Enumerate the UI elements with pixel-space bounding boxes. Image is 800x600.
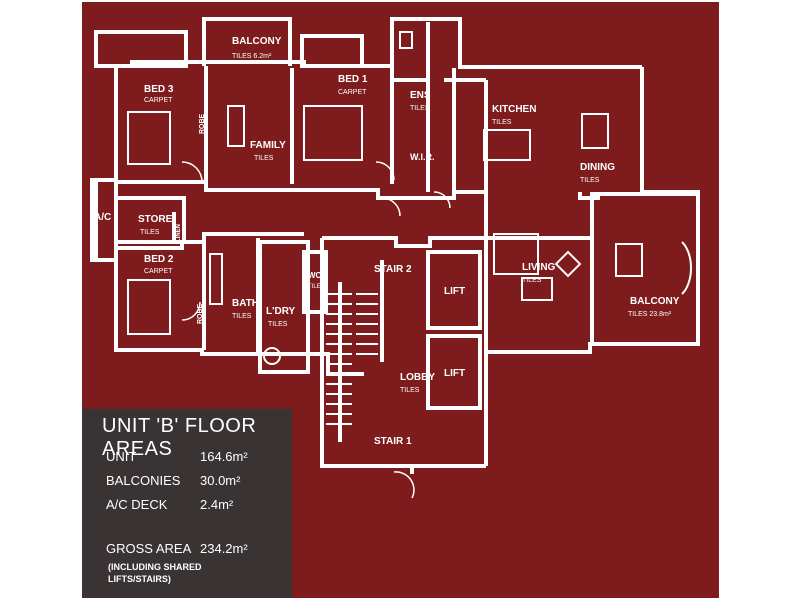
outer-wall-top (100, 17, 642, 69)
room-stair2-name: STAIR 2 (374, 264, 412, 275)
bed3-bed (127, 111, 171, 165)
room-bath-name: BATH (232, 298, 259, 309)
room-lobby-name: LOBBY (400, 372, 435, 383)
balcony-door-arc (681, 241, 693, 295)
room-ldry-name: L'DRY (266, 306, 296, 317)
room-ldry-finish: TILES (268, 321, 288, 328)
room-wc-name: WC (308, 271, 322, 280)
room-linen-name: LINEN (176, 224, 182, 242)
room-bath-finish: TILES (232, 313, 252, 320)
room-dining-name: DINING (580, 162, 615, 173)
bed2-bed (127, 279, 171, 335)
door-swings (181, 161, 451, 499)
toilet-ens (399, 31, 413, 49)
room-bed2-name: BED 2 (144, 254, 174, 265)
living-sofa (493, 233, 539, 275)
furniture (127, 31, 693, 365)
bath-tub (209, 253, 223, 305)
lift-upper (426, 250, 482, 330)
room-bed2-finish: CARPET (144, 268, 173, 275)
room-bed1-name: BED 1 (338, 74, 368, 85)
wc-room (302, 250, 328, 314)
room-dining-finish: TILES (580, 177, 600, 184)
room-balcony-right-name: BALCONY (630, 296, 680, 307)
core-wall-top (322, 236, 486, 248)
room-wir-name: W.I.R. (410, 152, 435, 162)
living-rug (554, 250, 582, 278)
room-bed3-finish: CARPET (144, 97, 173, 104)
area-label-gross: GROSS AREA (106, 541, 192, 556)
floor-plan: BALCONY TILES 6.2m² BED 3 CARPET ROBE FA… (90, 17, 700, 499)
right-balcony-frame (578, 192, 600, 200)
top-balcony-wall (202, 17, 292, 66)
area-label-unit: UNIT (106, 449, 137, 464)
room-balcony-top-name: BALCONY (232, 36, 282, 47)
area-label-ac-deck: A/C DECK (106, 497, 168, 512)
room-store-name: STORE (138, 214, 173, 225)
room-family-name: FAMILY (250, 140, 286, 151)
room-stair1-name: STAIR 1 (374, 436, 412, 447)
area-note-line1: (INCLUDING SHARED (108, 562, 202, 572)
floor-areas-title: UNIT 'B' FLOOR AREAS (102, 415, 257, 460)
room-balcony-top-finish: TILES 6.2m² (232, 53, 272, 60)
area-value-ac-deck: 2.4m² (200, 497, 234, 512)
living-armchair (521, 277, 553, 301)
dining-table-balcony (615, 243, 643, 277)
room-living-name: LIVING (522, 262, 556, 273)
room-lobby-finish: TILES (400, 387, 420, 394)
room-bed1-finish: CARPET (338, 89, 367, 96)
kitchen-island (483, 129, 531, 161)
wall-bed2-top (116, 232, 304, 250)
core-wall-left (320, 238, 414, 474)
area-label-balconies: BALCONIES (106, 473, 181, 488)
room-lift1-name: LIFT (444, 286, 465, 297)
dining-table-top (581, 113, 609, 149)
floor-areas-panel: UNIT 'B' FLOOR AREAS UNIT 164.6m² BALCON… (82, 409, 292, 598)
stair-treads (326, 293, 378, 425)
outer-tl-frame (94, 30, 188, 68)
area-value-balconies: 30.0m² (200, 473, 241, 488)
room-living-finish: TILES (522, 277, 542, 284)
room-robe-lower-name: ROBE (197, 303, 204, 324)
wall-upper-corridor (116, 180, 486, 200)
room-lift2-name: LIFT (444, 368, 465, 379)
area-note-line2: LIFTS/STAIRS) (108, 574, 171, 584)
room-wc-finish: TILES (308, 284, 325, 290)
room-kitchen-name: KITCHEN (492, 104, 536, 115)
area-value-gross: 234.2m² (200, 541, 248, 556)
walls (90, 17, 700, 474)
room-robe-upper-name: ROBE (199, 113, 206, 134)
room-family-finish: TILES (254, 155, 274, 162)
room-store-finish: TILES (140, 229, 160, 236)
room-ac-name: A/C (94, 212, 111, 223)
room-bed3-name: BED 3 (144, 84, 174, 95)
bed1-bed (303, 105, 363, 161)
room-ens-name: ENS (410, 90, 431, 101)
area-value-unit: 164.6m² (200, 449, 248, 464)
room-ens-finish: TILES (410, 105, 430, 112)
store-room (114, 196, 186, 244)
laundry-room (258, 240, 310, 374)
outer-top-frame (300, 34, 364, 68)
washer (263, 347, 281, 365)
room-balcony-right-finish: TILES 23.8m² (628, 311, 672, 318)
family-table (227, 105, 245, 147)
lift-lower (426, 334, 482, 410)
room-kitchen-finish: TILES (492, 119, 512, 126)
